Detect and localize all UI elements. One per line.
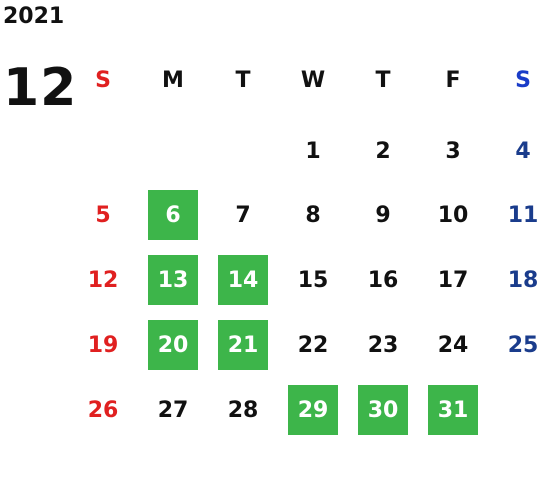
- day-cell-21[interactable]: 21: [218, 320, 268, 370]
- day-cell-26[interactable]: 26: [87, 397, 119, 423]
- day-cell-4[interactable]: 4: [515, 138, 531, 164]
- day-cell-20[interactable]: 20: [148, 320, 198, 370]
- day-cell-11[interactable]: 11: [507, 202, 539, 228]
- day-cell-19[interactable]: 19: [87, 332, 119, 358]
- weekday-label: S: [95, 68, 111, 93]
- weekday-label: T: [235, 68, 251, 93]
- day-cell-1[interactable]: 1: [305, 138, 321, 164]
- day-cell-30[interactable]: 30: [358, 385, 408, 435]
- day-cell-16[interactable]: 16: [367, 267, 399, 293]
- day-cell-17[interactable]: 17: [437, 267, 469, 293]
- weekday-label: F: [445, 68, 461, 93]
- day-cell-5[interactable]: 5: [95, 202, 111, 228]
- day-cell-10[interactable]: 10: [437, 202, 469, 228]
- day-cell-3[interactable]: 3: [445, 138, 461, 164]
- day-cell-28[interactable]: 28: [227, 397, 259, 423]
- month-number: 12: [3, 58, 78, 118]
- day-cell-18[interactable]: 18: [507, 267, 539, 293]
- weekday-label: M: [162, 68, 184, 93]
- weekday-label: S: [515, 68, 531, 93]
- day-cell-29[interactable]: 29: [288, 385, 338, 435]
- day-cell-9[interactable]: 9: [375, 202, 391, 228]
- day-cell-13[interactable]: 13: [148, 255, 198, 305]
- day-cell-8[interactable]: 8: [305, 202, 321, 228]
- year-label: 2021: [3, 4, 65, 29]
- weekday-label: T: [375, 68, 391, 93]
- day-cell-25[interactable]: 25: [507, 332, 539, 358]
- day-cell-2[interactable]: 2: [375, 138, 391, 164]
- weekday-label: W: [300, 68, 326, 93]
- day-cell-22[interactable]: 22: [297, 332, 329, 358]
- day-cell-23[interactable]: 23: [367, 332, 399, 358]
- day-cell-12[interactable]: 12: [87, 267, 119, 293]
- day-cell-6[interactable]: 6: [148, 190, 198, 240]
- day-cell-15[interactable]: 15: [297, 267, 329, 293]
- day-cell-31[interactable]: 31: [428, 385, 478, 435]
- day-cell-24[interactable]: 24: [437, 332, 469, 358]
- day-cell-14[interactable]: 14: [218, 255, 268, 305]
- day-cell-7[interactable]: 7: [235, 202, 251, 228]
- day-cell-27[interactable]: 27: [157, 397, 189, 423]
